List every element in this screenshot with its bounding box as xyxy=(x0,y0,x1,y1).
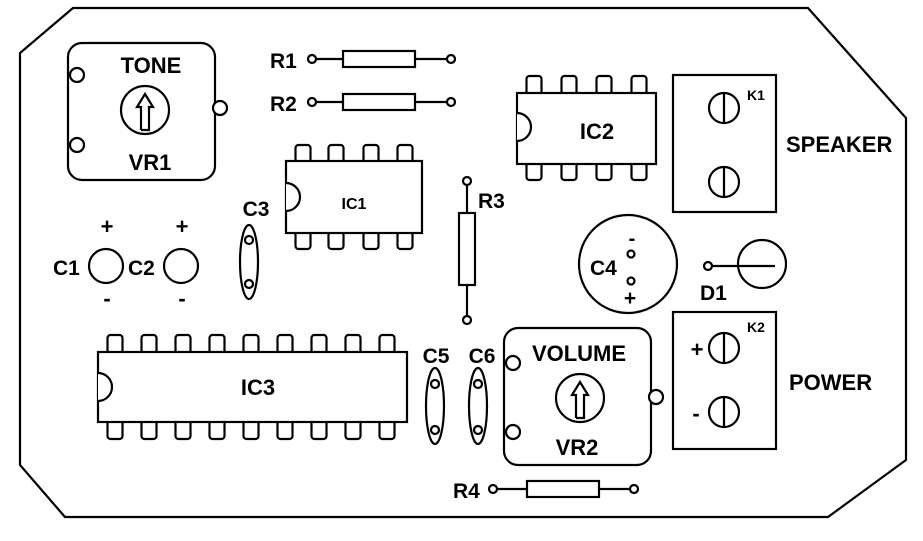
k2-minus-sign: - xyxy=(692,401,699,426)
capacitor-c3: C3 xyxy=(238,198,270,301)
power-label: POWER xyxy=(789,370,872,395)
ic2-label: IC2 xyxy=(580,119,614,144)
r1-label: R1 xyxy=(270,50,297,73)
k1-speaker-terminal: K1 xyxy=(671,73,778,214)
ic3-chip: IC3 xyxy=(96,333,409,441)
vr1-label: VR1 xyxy=(129,150,172,175)
c4-minus-sign: - xyxy=(629,228,636,250)
c2-label: C2 xyxy=(128,257,155,280)
vr1-tone-potentiometer: TONE VR1 xyxy=(66,41,229,182)
resistor-r1: R1 xyxy=(270,49,457,73)
c4-label: C4 xyxy=(590,257,617,280)
resistor-r3: R3 xyxy=(457,175,505,326)
led-d1: D1 xyxy=(700,238,788,305)
k1-label: K1 xyxy=(747,87,765,103)
ic1-label: IC1 xyxy=(342,196,367,213)
capacitor-c2: + - C2 xyxy=(128,214,200,311)
capacitor-c6: C6 xyxy=(467,345,496,446)
capacitor-c1: + - C1 xyxy=(53,214,125,311)
c1-minus-sign: - xyxy=(103,286,110,311)
capacitor-c4: - + C4 xyxy=(577,213,679,315)
c6-label: C6 xyxy=(469,345,496,368)
c4-plus-sign: + xyxy=(624,287,636,310)
r3-label: R3 xyxy=(478,190,505,213)
board-outline xyxy=(18,6,908,519)
c5-label: C5 xyxy=(423,345,450,368)
c3-label: C3 xyxy=(243,198,270,221)
tone-label: TONE xyxy=(121,53,182,78)
r2-label: R2 xyxy=(270,93,297,116)
k2-power-terminal: K2 + - xyxy=(671,310,778,451)
speaker-label: SPEAKER xyxy=(786,132,892,157)
ic1-chip: IC1 xyxy=(284,143,424,251)
vr2-volume-potentiometer: VOLUME VR2 xyxy=(502,326,665,467)
k2-plus-sign: + xyxy=(691,337,704,362)
resistor-r2: R2 xyxy=(270,92,457,116)
r4-label: R4 xyxy=(453,480,480,503)
c2-plus-sign: + xyxy=(176,214,189,239)
c2-minus-sign: - xyxy=(178,286,185,311)
k2-label: K2 xyxy=(747,319,765,335)
d1-label: D1 xyxy=(700,282,727,305)
ic3-label: IC3 xyxy=(241,375,275,400)
capacitor-c5: C5 xyxy=(423,345,450,446)
c1-plus-sign: + xyxy=(101,214,114,239)
vr2-label: VR2 xyxy=(556,435,599,460)
resistor-r4: R4 xyxy=(453,479,640,503)
volume-label: VOLUME xyxy=(532,341,626,366)
ic2-chip: IC2 xyxy=(515,74,658,182)
c1-label: C1 xyxy=(53,257,80,280)
